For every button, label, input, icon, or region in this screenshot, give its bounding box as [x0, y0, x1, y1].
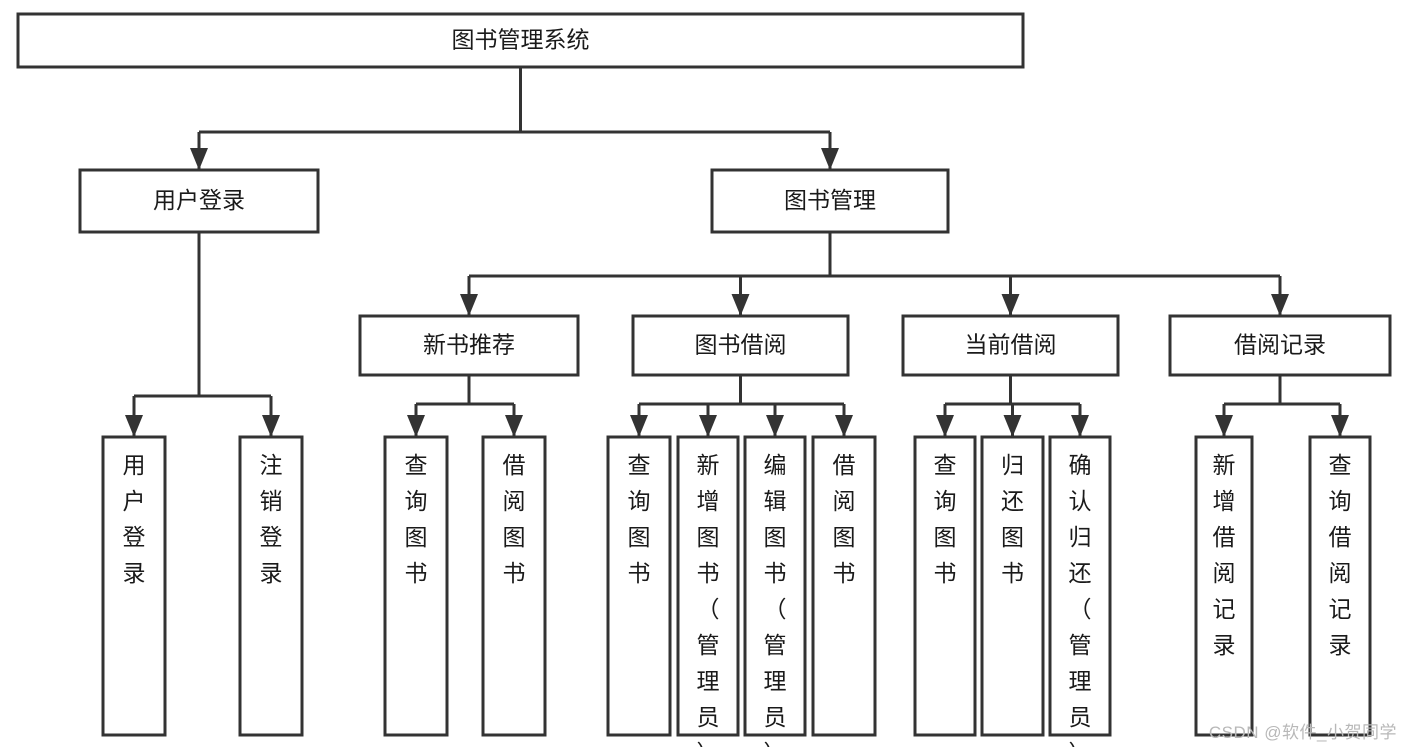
node-leaf-add-record[interactable]: 新增借阅记录	[1194, 435, 1254, 737]
node-leaf-confirm-return[interactable]: 确认归还（管理员）	[1048, 435, 1112, 747]
edges-layer	[125, 67, 1349, 437]
node-label: 注销登录	[260, 452, 283, 586]
node-borrow-record[interactable]: 借阅记录	[1168, 314, 1392, 377]
node-leaf-edit-book[interactable]: 编辑图书（管理员）	[743, 435, 807, 747]
arrow-head-icon	[936, 415, 954, 437]
node-current-borrow[interactable]: 当前借阅	[901, 314, 1120, 377]
node-label: 借阅图书	[833, 452, 856, 586]
node-label: 查询图书	[405, 452, 428, 586]
arrow-head-icon	[835, 415, 853, 437]
arrow-head-icon	[1215, 415, 1233, 437]
node-label: 查询图书	[628, 452, 651, 586]
node-label: 确认归还（管理员）	[1069, 452, 1092, 747]
node-leaf-borrow-book-rec[interactable]: 借阅图书	[481, 435, 547, 737]
node-leaf-query-book-rec[interactable]: 查询图书	[383, 435, 449, 737]
nodes-layer: 图书管理系统用户登录图书管理新书推荐图书借阅当前借阅借阅记录用户登录注销登录查询…	[16, 12, 1392, 747]
arrow-head-icon	[1331, 415, 1349, 437]
node-label: 图书借阅	[695, 332, 787, 358]
node-leaf-query-book-cb[interactable]: 查询图书	[913, 435, 977, 737]
node-leaf-query-record[interactable]: 查询借阅记录	[1308, 435, 1372, 737]
arrow-head-icon	[699, 415, 717, 437]
arrow-head-icon	[630, 415, 648, 437]
node-box	[606, 435, 672, 737]
node-user-login[interactable]: 用户登录	[78, 168, 320, 234]
node-box	[481, 435, 547, 737]
node-box	[1194, 435, 1254, 737]
arrow-head-icon	[505, 415, 523, 437]
node-label: 用户登录	[153, 187, 245, 213]
node-label: 当前借阅	[965, 332, 1057, 358]
node-label: 借阅图书	[503, 452, 526, 586]
arrow-head-icon	[1271, 294, 1289, 316]
node-box	[1308, 435, 1372, 737]
node-leaf-add-book[interactable]: 新增图书（管理员）	[676, 435, 740, 747]
arrow-head-icon	[407, 415, 425, 437]
node-box	[743, 435, 807, 737]
node-box	[676, 435, 740, 737]
node-box	[1048, 435, 1112, 737]
node-label: 用户登录	[123, 452, 146, 586]
node-box	[358, 314, 580, 377]
node-box	[980, 435, 1045, 737]
node-book-borrow[interactable]: 图书借阅	[631, 314, 850, 377]
node-leaf-return-book[interactable]: 归还图书	[980, 435, 1045, 737]
arrow-head-icon	[1001, 294, 1020, 316]
node-box	[913, 435, 977, 737]
arrow-head-icon	[190, 148, 208, 170]
node-box	[101, 435, 167, 737]
node-leaf-logout[interactable]: 注销登录	[238, 435, 304, 737]
arrow-head-icon	[1071, 415, 1089, 437]
node-book-manage[interactable]: 图书管理	[710, 168, 950, 234]
node-label: 借阅记录	[1234, 332, 1326, 358]
arrow-head-icon	[125, 415, 143, 437]
node-box	[78, 168, 320, 234]
arrow-head-icon	[766, 415, 784, 437]
node-leaf-borrow-book-bw[interactable]: 借阅图书	[811, 435, 877, 737]
node-label: 新增图书（管理员）	[697, 452, 720, 747]
arrow-head-icon	[262, 415, 280, 437]
node-box	[901, 314, 1120, 377]
node-label: 新增借阅记录	[1213, 452, 1236, 658]
node-box	[383, 435, 449, 737]
node-label: 查询图书	[934, 452, 957, 586]
node-leaf-user-login[interactable]: 用户登录	[101, 435, 167, 737]
node-box	[811, 435, 877, 737]
node-box	[1168, 314, 1392, 377]
node-label: 归还图书	[1001, 452, 1024, 586]
node-label: 新书推荐	[423, 332, 515, 358]
node-box	[710, 168, 950, 234]
arrow-head-icon	[731, 294, 750, 316]
node-label: 编辑图书（管理员）	[764, 452, 787, 747]
node-label: 图书管理	[784, 187, 876, 213]
node-label: 图书管理系统	[452, 27, 590, 53]
node-leaf-query-book-bw[interactable]: 查询图书	[606, 435, 672, 737]
node-label: 查询借阅记录	[1329, 452, 1352, 658]
arrow-head-icon	[1003, 415, 1022, 437]
node-new-book-rec[interactable]: 新书推荐	[358, 314, 580, 377]
node-box	[631, 314, 850, 377]
node-box	[238, 435, 304, 737]
node-root[interactable]: 图书管理系统	[16, 12, 1025, 69]
arrow-head-icon	[821, 148, 839, 170]
arrow-head-icon	[460, 294, 478, 316]
node-box	[16, 12, 1025, 69]
